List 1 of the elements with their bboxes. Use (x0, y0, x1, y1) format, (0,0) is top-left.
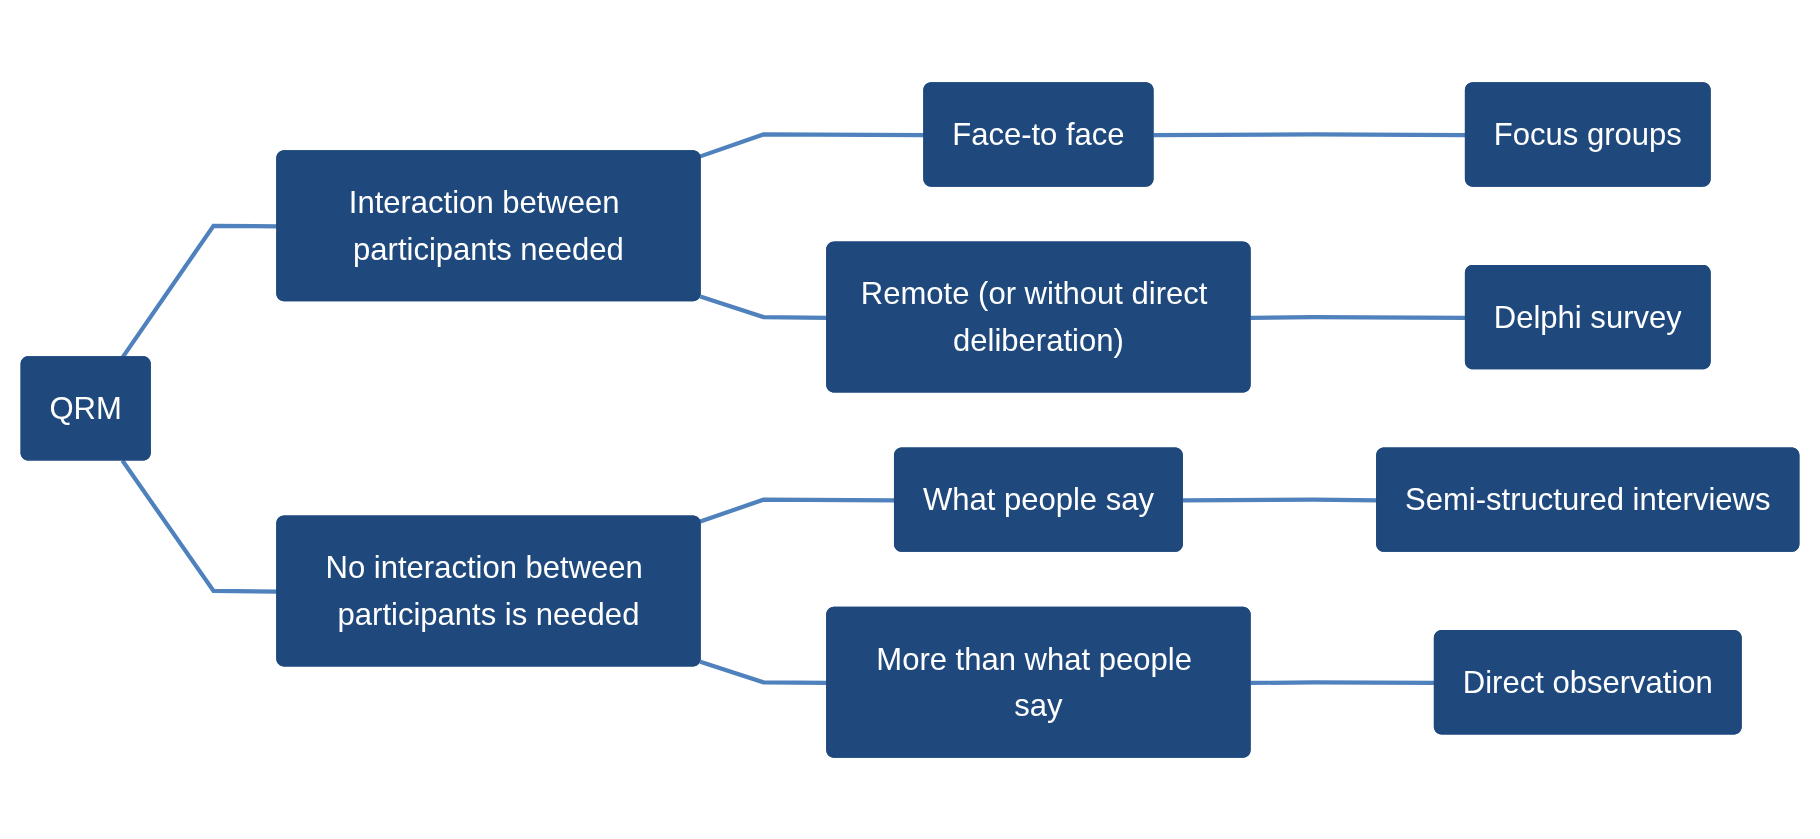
connector (699, 131, 925, 158)
